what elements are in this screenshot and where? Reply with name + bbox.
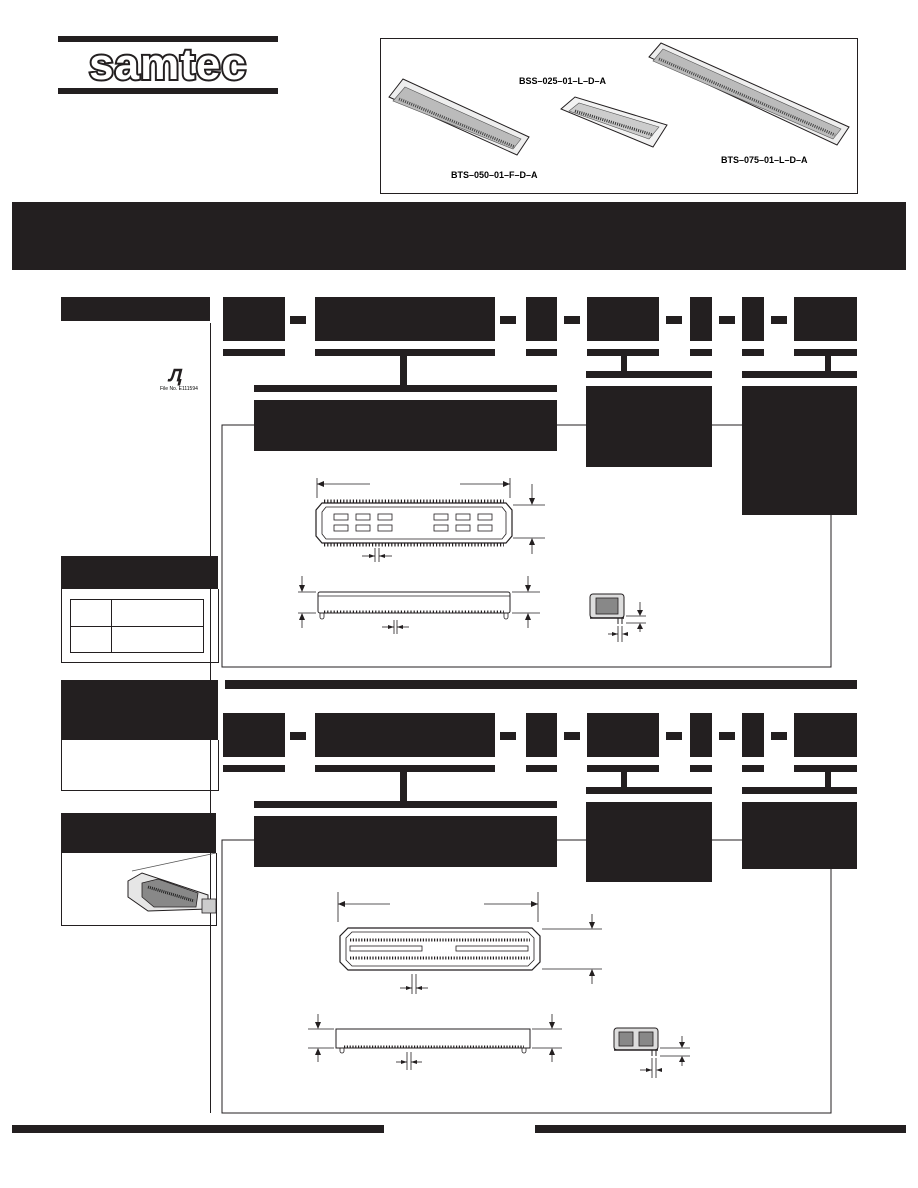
pn1-block-c <box>526 297 557 341</box>
pn1-underline-d <box>587 349 659 356</box>
pn2-stem-d <box>621 772 627 788</box>
pn1-option-box-d <box>586 386 712 467</box>
pn1-underline-f <box>742 349 764 356</box>
footer-bar-left <box>12 1125 384 1133</box>
pn1-dash-3 <box>564 316 580 324</box>
connector-bts075-image <box>648 42 850 146</box>
photo-label-bts050: BTS–050–01–F–D–A <box>451 170 538 180</box>
pn2-dash-2 <box>500 732 516 740</box>
photo-label-bts075: BTS–075–01–L–D–A <box>721 155 808 165</box>
application-panel <box>61 853 217 926</box>
pn2-block-d <box>587 713 659 757</box>
pn1-stem-d <box>621 356 627 372</box>
pn2-option-box-g <box>742 802 857 869</box>
photo-label-bss: BSS–025–01–L–D–A <box>519 76 607 86</box>
pn1-block-e <box>690 297 712 341</box>
pn2-rail-b <box>254 801 557 808</box>
side-view-drawing-1 <box>298 576 540 634</box>
table-panel <box>61 589 219 663</box>
pn2-rail-d <box>586 787 712 794</box>
pn2-dash-4 <box>666 732 682 740</box>
pn1-option-box-g <box>742 386 857 515</box>
section-separator <box>225 680 857 689</box>
pn1-underline-b <box>315 349 495 356</box>
pn1-rail-b <box>254 385 557 392</box>
table-divider-v <box>111 600 112 652</box>
pn2-stem-g <box>825 772 831 788</box>
application-illustration <box>127 853 216 914</box>
pn1-underline-c <box>526 349 557 356</box>
pn2-underline-c <box>526 765 557 772</box>
connector-bts050-image <box>388 78 530 156</box>
svg-text:samtec: samtec <box>89 40 247 89</box>
pn2-block-b <box>315 713 495 757</box>
svg-text:samtec: samtec <box>89 40 247 89</box>
pn2-dash-5 <box>719 732 735 740</box>
top-view-drawing-2 <box>337 892 602 994</box>
pn2-underline-a <box>223 765 285 772</box>
end-view-drawing-1 <box>589 593 646 642</box>
pn2-block-f <box>742 713 764 757</box>
pn1-underline-a <box>223 349 285 356</box>
pn2-underline-e <box>690 765 712 772</box>
pn2-underline-b <box>315 765 495 772</box>
pn1-dash-2 <box>500 316 516 324</box>
footer-bar-right <box>535 1125 906 1133</box>
pn1-dash-6 <box>771 316 787 324</box>
connector-bss025-image <box>560 96 668 148</box>
pn1-stem-g <box>825 356 831 372</box>
pn2-block-e <box>690 713 712 757</box>
ul-file-number: File No. E111594 <box>160 386 198 392</box>
pn1-block-f <box>742 297 764 341</box>
ul-recognized-icon: ԯ <box>167 361 183 387</box>
pn2-block-c <box>526 713 557 757</box>
product-photo: BSS–025–01–L–D–A BTS–050–01–F–D–A BTS–07… <box>380 38 858 194</box>
ul-recognition: ԯ File No. E111594 <box>160 361 210 402</box>
pn1-option-box-b <box>254 400 557 451</box>
pn1-block-a <box>223 297 285 341</box>
samtec-logo: samtec samtec <box>58 36 278 94</box>
table-header-bar <box>61 556 218 589</box>
side-info-panel <box>61 740 219 791</box>
pn2-option-box-d <box>586 802 712 882</box>
data-table <box>70 599 204 653</box>
pn1-underline-g <box>794 349 857 356</box>
pn1-underline-e <box>690 349 712 356</box>
pn2-underline-g <box>794 765 857 772</box>
pn1-rail-d <box>586 371 712 378</box>
pn1-block-g <box>794 297 857 341</box>
pn2-underline-d <box>587 765 659 772</box>
table-divider-h <box>71 626 203 627</box>
pn1-rail-g <box>742 371 857 378</box>
pn2-rail-g <box>742 787 857 794</box>
pn2-underline-f <box>742 765 764 772</box>
top-view-drawing-1 <box>315 478 545 562</box>
pn2-block-a <box>223 713 285 757</box>
pn1-block-b <box>315 297 495 341</box>
pn2-dash-1 <box>290 732 306 740</box>
pn1-dash-1 <box>290 316 306 324</box>
side-view-drawing-2 <box>308 1014 562 1070</box>
samtec-logo-icon: samtec samtec <box>58 36 278 94</box>
svg-text:ԯ: ԯ <box>167 361 183 387</box>
end-view-drawing-2 <box>613 1027 690 1078</box>
pn1-stem-b <box>400 356 407 386</box>
pn1-dash-5 <box>719 316 735 324</box>
pn2-dash-3 <box>564 732 580 740</box>
side-info-header <box>61 680 218 740</box>
pn2-block-g <box>794 713 857 757</box>
left-header-bar <box>61 297 210 321</box>
pn2-dash-6 <box>771 732 787 740</box>
pn1-block-d <box>587 297 659 341</box>
title-banner <box>12 202 906 270</box>
application-header <box>61 813 216 853</box>
pn1-dash-4 <box>666 316 682 324</box>
pn2-option-box-b <box>254 816 557 867</box>
pn2-stem-b <box>400 772 407 802</box>
